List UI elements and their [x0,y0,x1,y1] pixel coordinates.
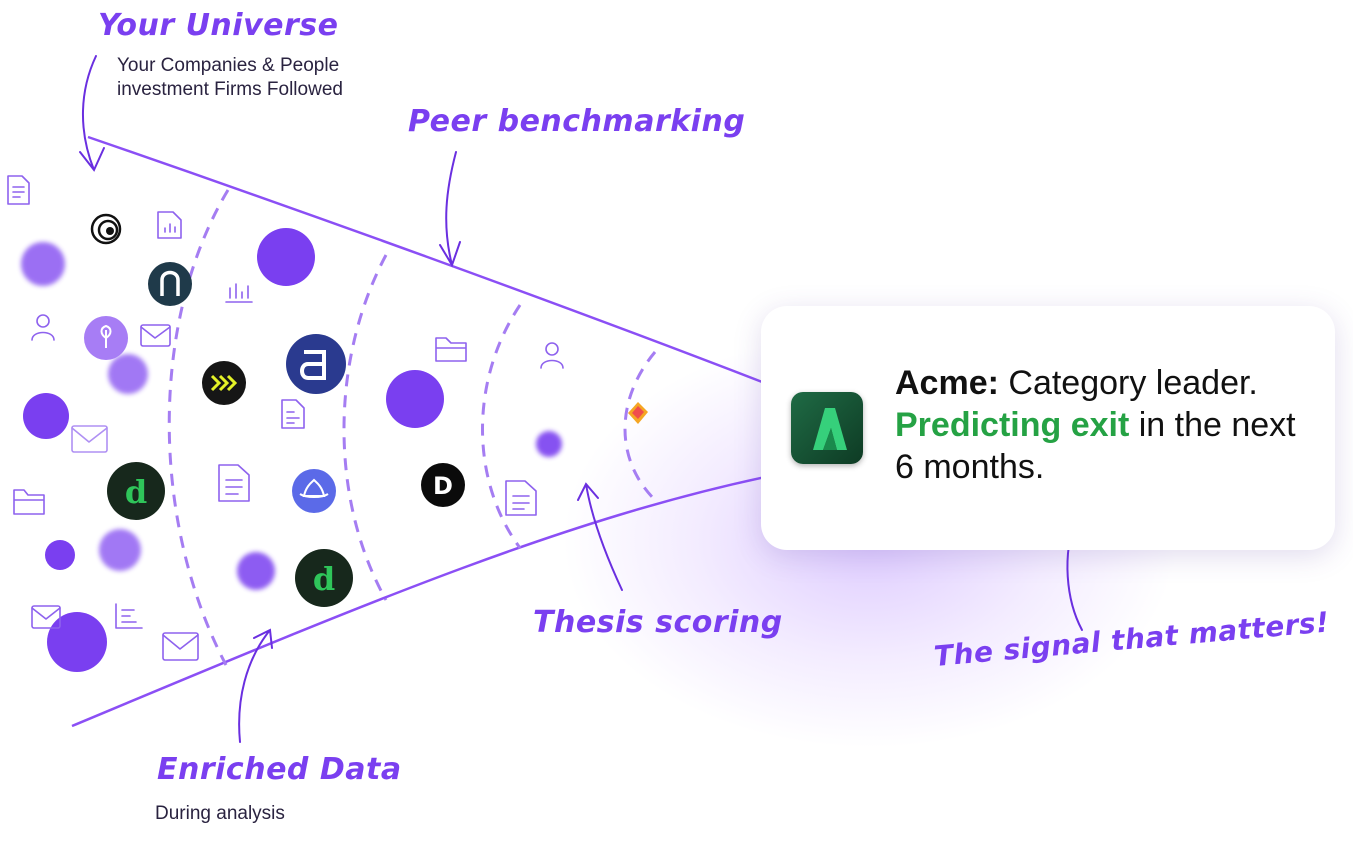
mail-icon [71,425,108,453]
thesis-scoring-label: Thesis scoring [533,605,783,640]
stage-divider-3 [481,304,522,549]
universe-title: Your Universe [98,8,339,43]
arrow-peer [439,151,461,268]
enriched-data-label: Enriched Data [157,752,402,787]
dot [108,354,148,394]
chart-document-icon [157,211,182,239]
company-logo-chevrons [202,361,246,405]
mail-icon [140,324,171,347]
funnel-bottom-edge [71,474,771,728]
list-icon [115,603,143,629]
stage-divider-1 [167,189,230,666]
acme-logo [791,392,863,464]
folder-icon [435,337,467,362]
arrow-thesis [577,482,623,591]
dot [536,431,562,457]
stage-divider-2 [342,254,388,601]
company-logo-spiral [88,211,124,247]
prediction-highlight: Predicting exit [895,406,1130,444]
signal-card: Acme: Category leader. Predicting exit i… [761,306,1335,550]
svg-text:D: D [433,472,453,500]
company-logo-d-green-1: d [107,462,165,520]
company-logo-plant [84,316,128,360]
company-logo-d-green-2: d [295,549,353,607]
signal-text-part-2: in the next 6 months. [895,406,1296,486]
company-logo-d-black: D [421,463,465,507]
stage-divider-4 [623,351,657,502]
universe-sub-line-2: investment Firms Followed [117,79,343,100]
funnel-top-edge [87,135,771,387]
signal-text: Acme: Category leader. Predicting exit i… [895,362,1315,488]
dot [99,529,141,571]
document-icon [281,399,305,429]
document-icon [218,464,250,502]
dot [45,540,75,570]
universe-sub-line-1: Your Companies & People [117,55,340,76]
dot [257,228,315,286]
enriched-data-sub: During analysis [155,803,285,824]
signal-text-part-1: Category leader. [998,364,1258,402]
peer-benchmarking-label: Peer benchmarking [408,104,746,139]
company-logo-orange [628,402,648,424]
dot [237,552,275,590]
arrow-enriched [238,628,273,743]
svg-text:d: d [125,473,147,511]
company-logo-lotus [292,469,336,513]
mail-icon [162,632,199,661]
dot [386,370,444,428]
person-icon [31,314,55,341]
mail-icon [31,605,61,629]
company-logo-n [148,262,192,306]
bar-chart-icon [225,283,253,303]
document-icon [7,175,30,205]
folder-icon [13,489,45,515]
dot [21,242,65,286]
person-icon [540,342,564,369]
company-name: Acme: [895,364,999,402]
dot [47,612,107,672]
arrow-universe [79,55,105,172]
dot [23,393,69,439]
svg-text:d: d [313,560,335,598]
document-icon [505,480,537,516]
company-logo-a [286,334,346,394]
